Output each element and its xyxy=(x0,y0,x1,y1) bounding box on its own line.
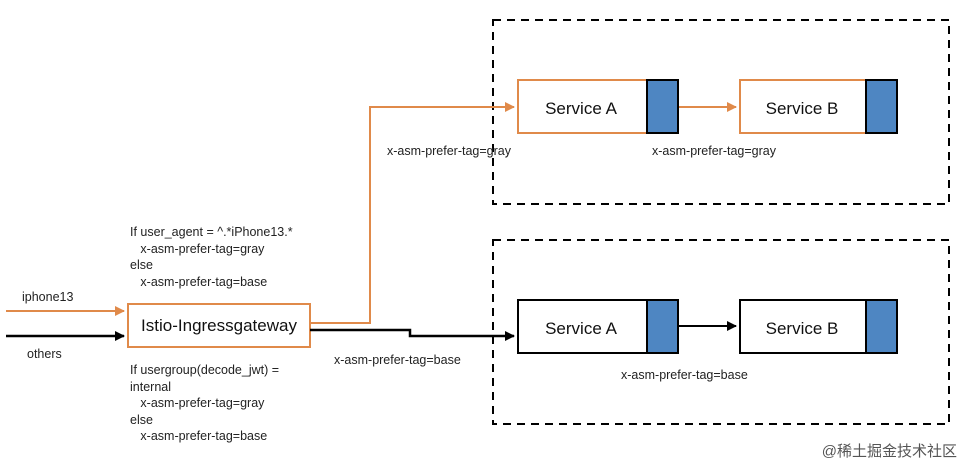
base-group-container xyxy=(492,239,950,425)
gray-service-b-label: Service B xyxy=(766,99,839,118)
gray-route-label: x-asm-prefer-tag=gray xyxy=(387,144,511,158)
gray-a-to-b-label: x-asm-prefer-tag=gray xyxy=(652,144,776,158)
gray-group-container xyxy=(492,19,950,205)
base-service-a-block xyxy=(646,299,679,354)
gray-service-b-block xyxy=(865,79,898,134)
base-service-b-label: Service B xyxy=(766,319,839,338)
gateway-box xyxy=(127,303,311,348)
usergroup-rule: If usergroup(decode_jwt) = internal x-as… xyxy=(130,363,280,443)
base-route-label: x-asm-prefer-tag=base xyxy=(334,353,461,367)
watermark: @稀土掘金技术社区 xyxy=(821,443,957,460)
base-a-to-b-label: x-asm-prefer-tag=base xyxy=(621,368,748,382)
others-input-label: others xyxy=(27,347,62,361)
base-service-b-block xyxy=(865,299,898,354)
gray-service-a-label: Service A xyxy=(545,99,617,118)
user-agent-rule: If user_agent = ^.*iPhone13.* x-asm-pref… xyxy=(130,225,293,289)
gray-route-arrow xyxy=(310,102,515,324)
base-route-arrow xyxy=(310,328,515,341)
gray-service-a-block xyxy=(646,79,679,134)
iphone-input-label: iphone13 xyxy=(22,290,74,304)
gateway-label: Istio-Ingressgateway xyxy=(141,316,297,335)
base-service-a-label: Service A xyxy=(545,319,617,338)
